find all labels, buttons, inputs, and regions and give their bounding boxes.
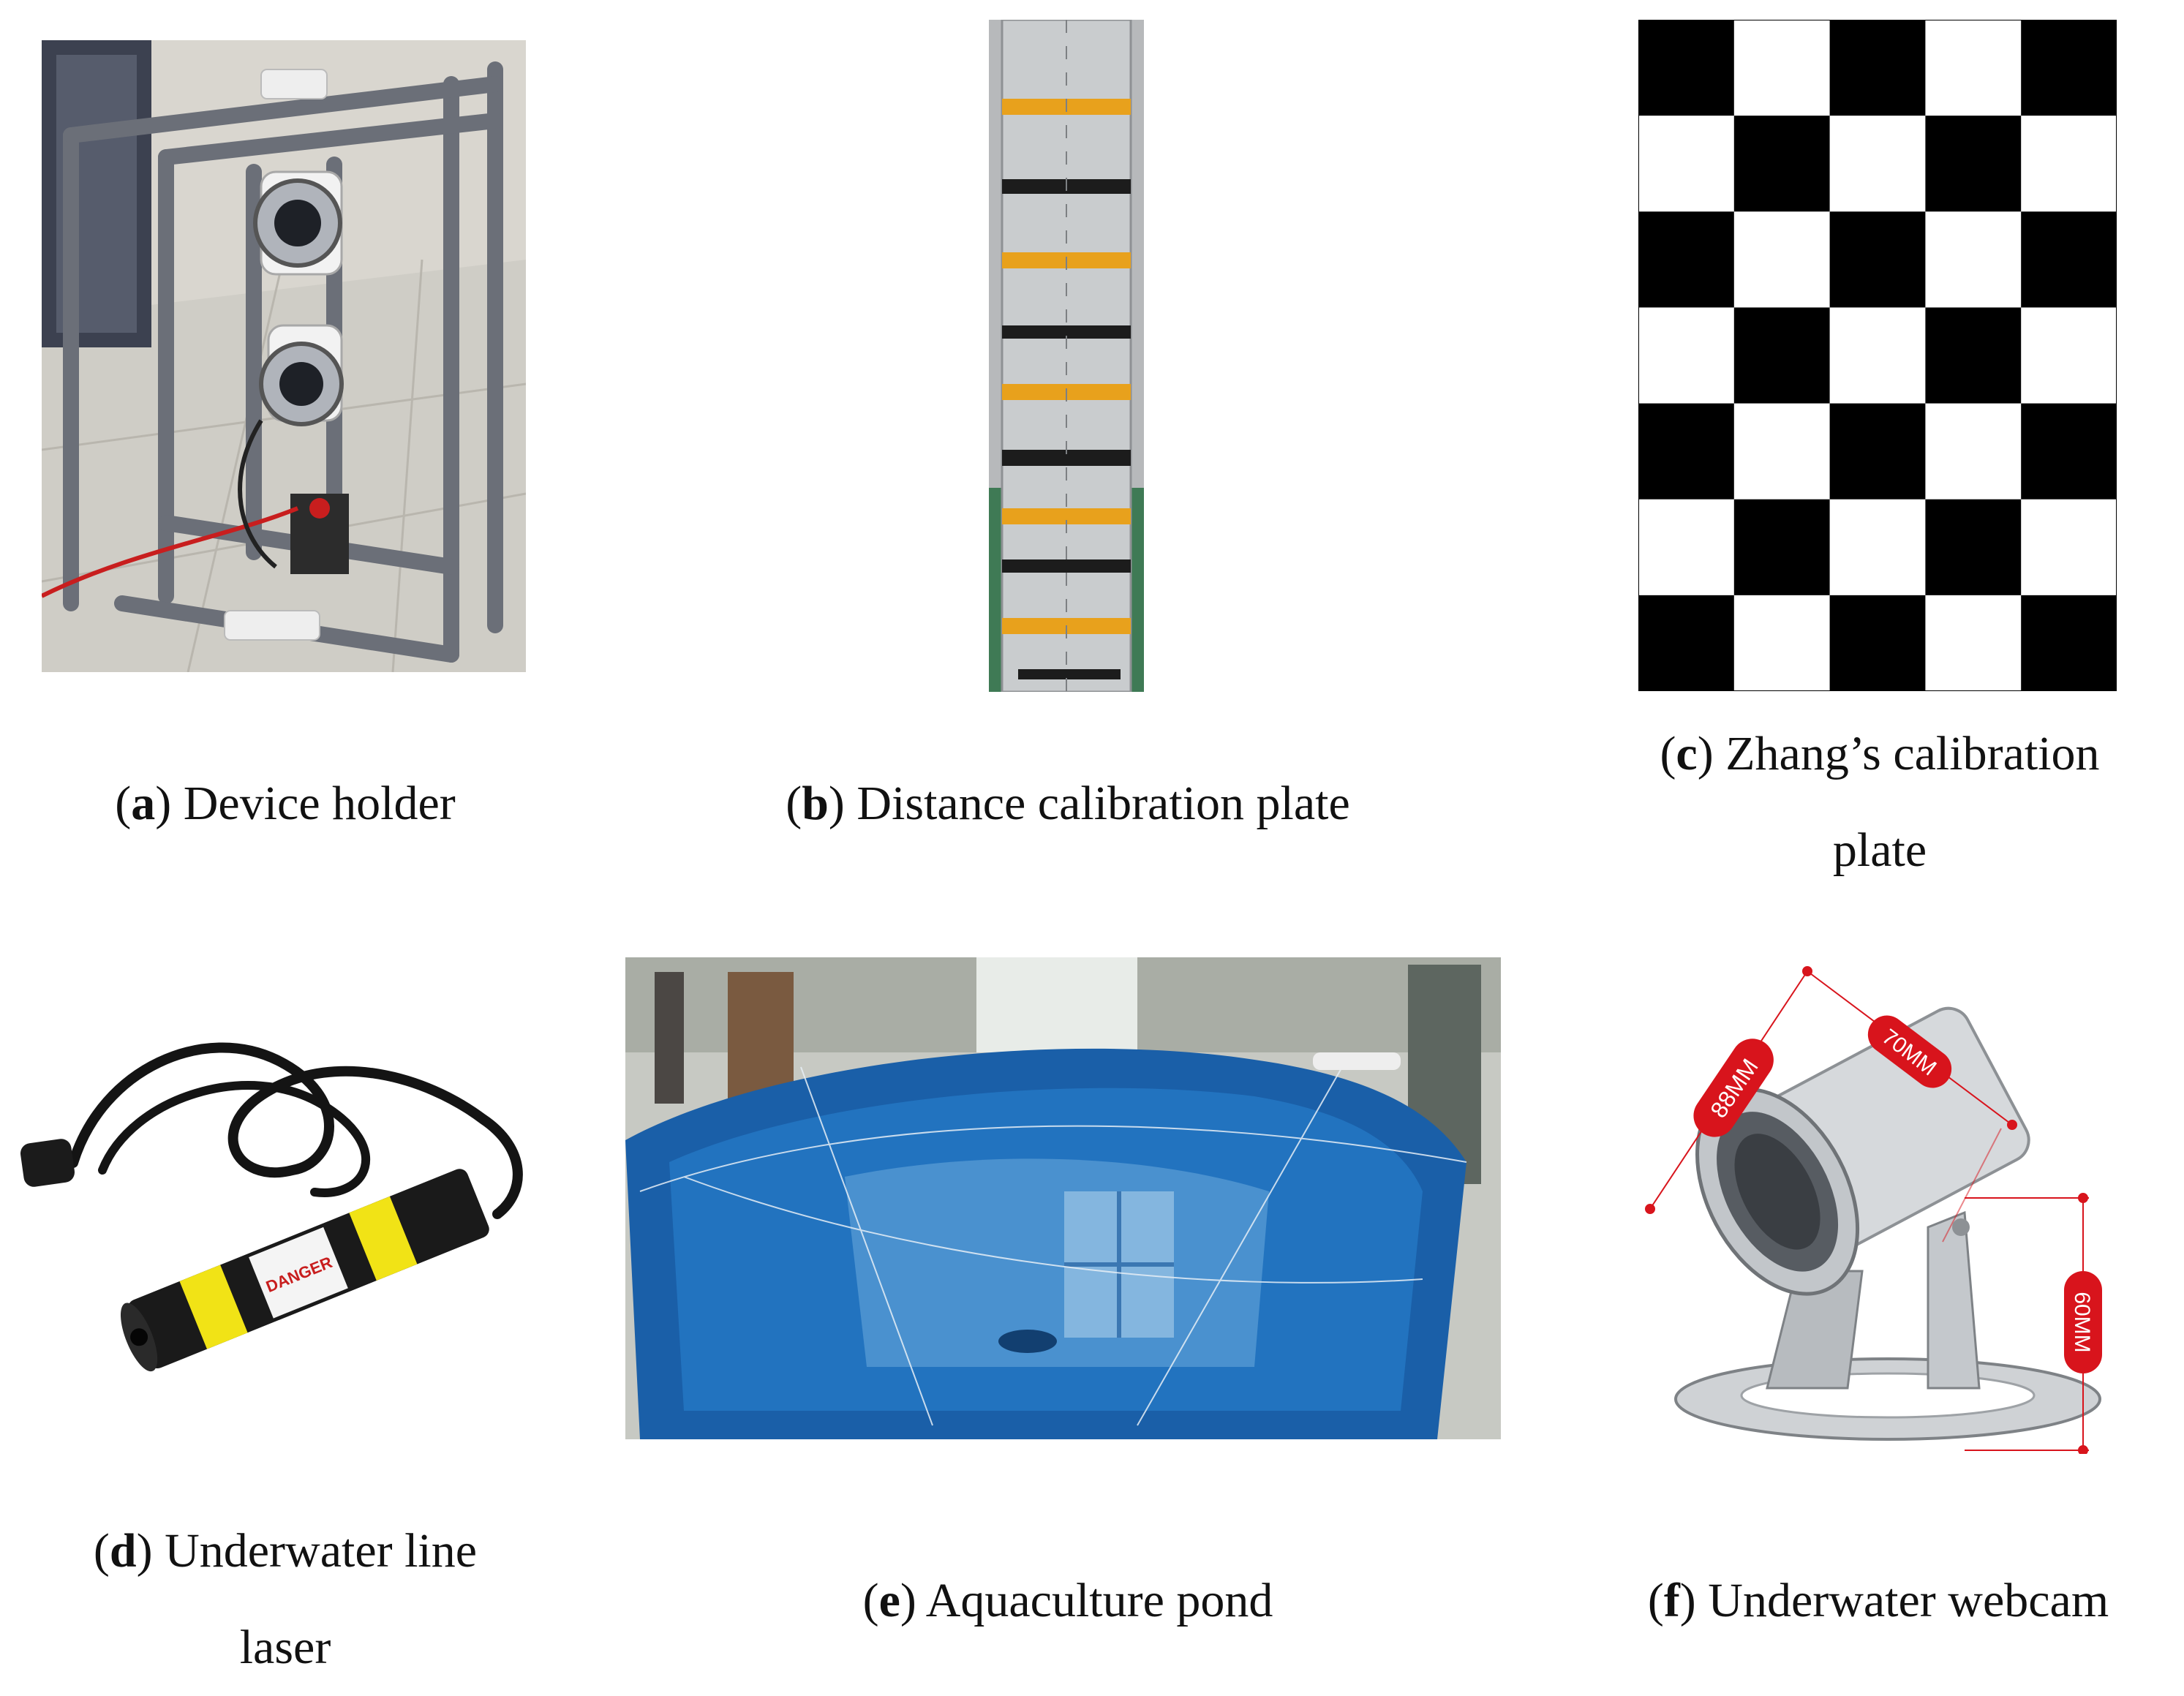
checker-square bbox=[1925, 307, 2022, 404]
caption-c-text: Zhang’s calibration plate bbox=[1725, 727, 2100, 877]
caption-b-text: Distance calibration plate bbox=[856, 777, 1350, 830]
checker-square bbox=[2021, 211, 2117, 308]
checker-square bbox=[1733, 116, 1830, 212]
caption-e: (e) Aquaculture pond bbox=[862, 1574, 1273, 1627]
caption-a: (a) Device holder bbox=[115, 777, 456, 830]
caption-f: (f) Underwater webcam bbox=[1647, 1574, 2109, 1627]
checker-square bbox=[1638, 595, 1734, 691]
caption-a-letter: a bbox=[131, 777, 156, 830]
caption-b-letter: b bbox=[802, 777, 829, 830]
checker-square bbox=[1733, 307, 1830, 404]
panel-line-laser-photo: DANGER bbox=[15, 951, 541, 1397]
panel-device-holder-photo bbox=[42, 40, 526, 672]
checker-square bbox=[1733, 499, 1830, 595]
webcam-height-label: 60MM bbox=[2070, 1292, 2094, 1352]
checker-square bbox=[2021, 595, 2117, 691]
panel-aquaculture-pond-photo bbox=[625, 957, 1501, 1439]
panel-distance-plate-photo bbox=[989, 20, 1144, 692]
checker-square bbox=[1829, 595, 1926, 691]
checker-square bbox=[1638, 211, 1734, 308]
caption-b: (b) Distance calibration plate bbox=[786, 777, 1350, 830]
panel-checkerboard bbox=[1638, 20, 2117, 691]
caption-f-text: Underwater webcam bbox=[1708, 1574, 2109, 1627]
checker-square bbox=[1829, 20, 1926, 116]
checker-square bbox=[1638, 403, 1734, 500]
checker-square bbox=[1829, 211, 1926, 308]
caption-d: (d) Underwater line laser bbox=[93, 1524, 478, 1674]
checker-square bbox=[1638, 20, 1734, 116]
panel-underwater-webcam-photo: 88MM 70MM 60MM bbox=[1621, 964, 2155, 1454]
checker-square bbox=[2021, 403, 2117, 500]
caption-d-text: Underwater line laser bbox=[165, 1524, 478, 1674]
caption-e-letter: e bbox=[878, 1574, 900, 1627]
checker-square bbox=[1829, 403, 1926, 500]
caption-c-letter: c bbox=[1676, 727, 1698, 780]
caption-a-text: Device holder bbox=[183, 777, 456, 830]
checker-square bbox=[1925, 499, 2022, 595]
caption-c: (c) Zhang’s calibration plate bbox=[1660, 727, 2100, 877]
caption-e-text: Aquaculture pond bbox=[925, 1574, 1273, 1627]
caption-d-letter: d bbox=[109, 1524, 137, 1578]
caption-f-letter: f bbox=[1663, 1574, 1680, 1627]
checkerboard-pattern bbox=[1638, 20, 2117, 691]
checker-square bbox=[2021, 20, 2117, 116]
checker-square bbox=[1925, 116, 2022, 212]
